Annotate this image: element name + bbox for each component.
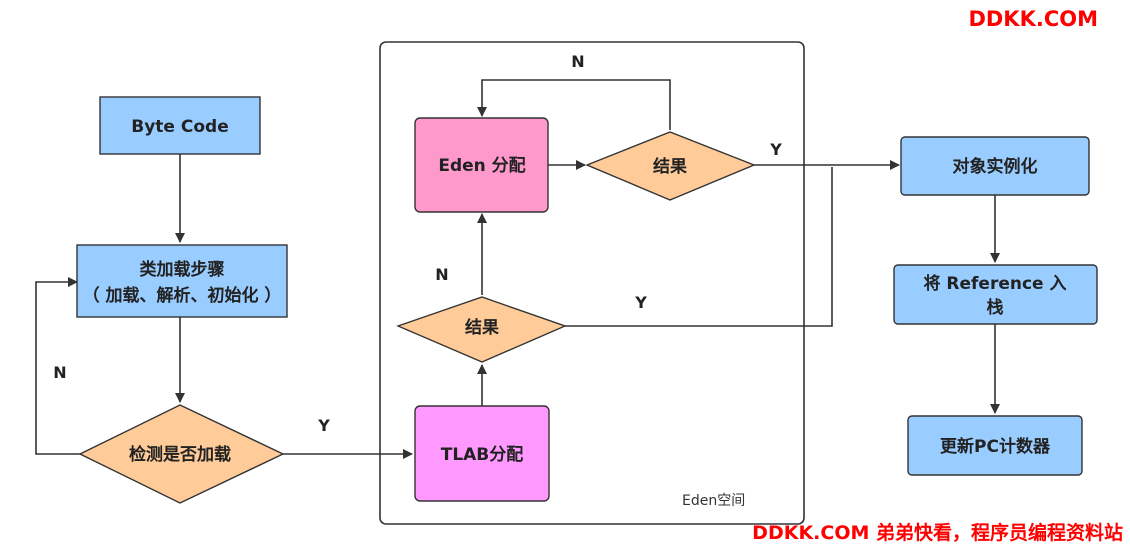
node-class-load-label-1: 类加载步骤 bbox=[140, 259, 225, 280]
node-result-upper: 结果 bbox=[585, 131, 756, 201]
edge-check-no-to-classload bbox=[35, 277, 80, 455]
edge-label-lower-no: N bbox=[435, 265, 448, 284]
edge-label-check-yes: Y bbox=[317, 416, 330, 435]
node-result-lower: 结果 bbox=[396, 296, 567, 363]
node-result-lower-label: 结果 bbox=[465, 317, 499, 338]
node-instantiate-label: 对象实例化 bbox=[953, 156, 1038, 177]
eden-region-label: Eden空间 bbox=[682, 493, 745, 509]
edge-label-upper-no: N bbox=[571, 52, 584, 71]
node-push-reference-label-2: 栈 bbox=[987, 297, 1004, 318]
node-update-pc-label: 更新PC计数器 bbox=[940, 436, 1051, 457]
watermark-top: DDKK.COM bbox=[968, 7, 1098, 31]
node-eden-alloc: Eden 分配 bbox=[414, 117, 549, 213]
edge-label-lower-yes: Y bbox=[634, 293, 647, 312]
node-instantiate: 对象实例化 bbox=[900, 136, 1090, 196]
node-class-load: 类加载步骤 （ 加载、解析、初始化 ） bbox=[76, 244, 288, 318]
node-push-reference: 将 Reference 入 栈 bbox=[893, 264, 1098, 325]
node-update-pc: 更新PC计数器 bbox=[907, 415, 1083, 476]
edge-upper-no-to-eden bbox=[477, 79, 671, 130]
eden-region bbox=[379, 41, 805, 525]
node-tlab-alloc: TLAB分配 bbox=[414, 405, 550, 502]
node-eden-alloc-label: Eden 分配 bbox=[438, 156, 525, 176]
node-check-loaded: 检测是否加载 bbox=[78, 404, 285, 504]
edge-lower-yes-to-instantiate bbox=[565, 167, 833, 327]
node-byte-code: Byte Code bbox=[99, 96, 261, 155]
node-check-loaded-label: 检测是否加载 bbox=[129, 444, 231, 465]
node-push-reference-label-1: 将 Reference 入 bbox=[923, 273, 1066, 294]
node-byte-code-label: Byte Code bbox=[131, 117, 228, 137]
edge-label-upper-yes: Y bbox=[769, 140, 782, 159]
watermark-bottom: DDKK.COM 弟弟快看，程序员编程资料站 bbox=[752, 521, 1123, 544]
node-result-upper-label: 结果 bbox=[653, 156, 687, 177]
node-class-load-label-2: （ 加载、解析、初始化 ） bbox=[83, 285, 282, 306]
node-tlab-alloc-label: TLAB分配 bbox=[441, 445, 524, 465]
edge-label-check-no: N bbox=[53, 363, 66, 382]
